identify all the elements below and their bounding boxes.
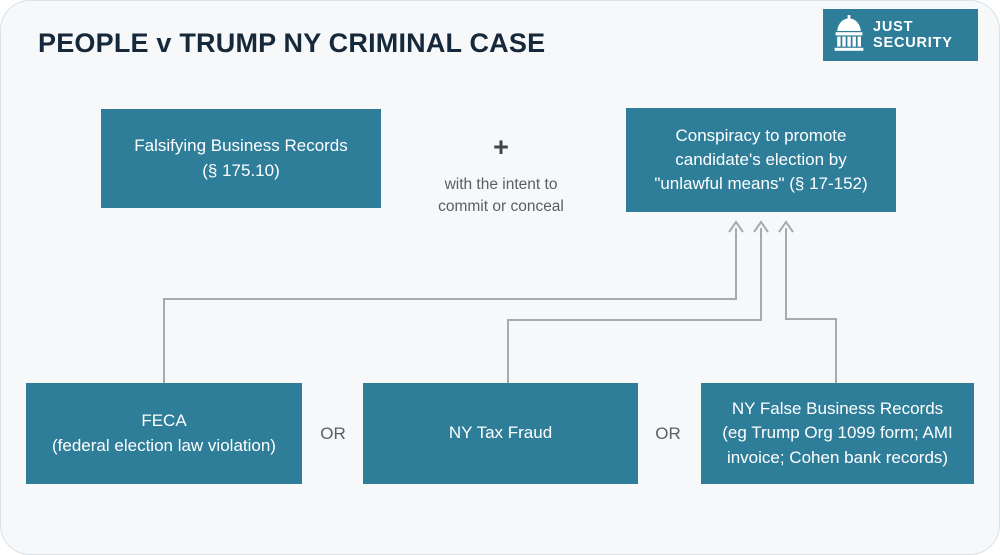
or-label-1: OR — [320, 423, 346, 443]
page-title: PEOPLE v TRUMP NY CRIMINAL CASE — [38, 28, 546, 58]
intent-note: with the intent to commit or conceal — [438, 176, 564, 216]
box-conspiracy-unlawful-means: Conspiracy to promote candidate's electi… — [626, 108, 896, 212]
box-ny-false-business-records: NY False Business Records (eg Trump Org … — [701, 383, 974, 484]
arrowhead-right — [778, 220, 794, 233]
connector-feca-to-conspiracy — [163, 228, 737, 383]
box-feca: FECA (federal election law violation) — [26, 383, 302, 484]
logo-line1: JUST — [873, 18, 914, 35]
arrowhead-left — [728, 220, 744, 233]
arrowhead-middle — [753, 220, 769, 233]
connector-taxfraud-to-conspiracy — [507, 228, 762, 383]
box-falsifying-business-records: Falsifying Business Records (§ 175.10) — [101, 109, 381, 208]
capitol-icon — [832, 14, 866, 56]
plus-sign: + — [493, 132, 509, 162]
or-label-2: OR — [655, 423, 681, 443]
connector-falserecords-to-conspiracy — [785, 228, 837, 383]
logo-line2: SECURITY — [873, 35, 953, 51]
box-ny-tax-fraud: NY Tax Fraud — [363, 383, 638, 484]
